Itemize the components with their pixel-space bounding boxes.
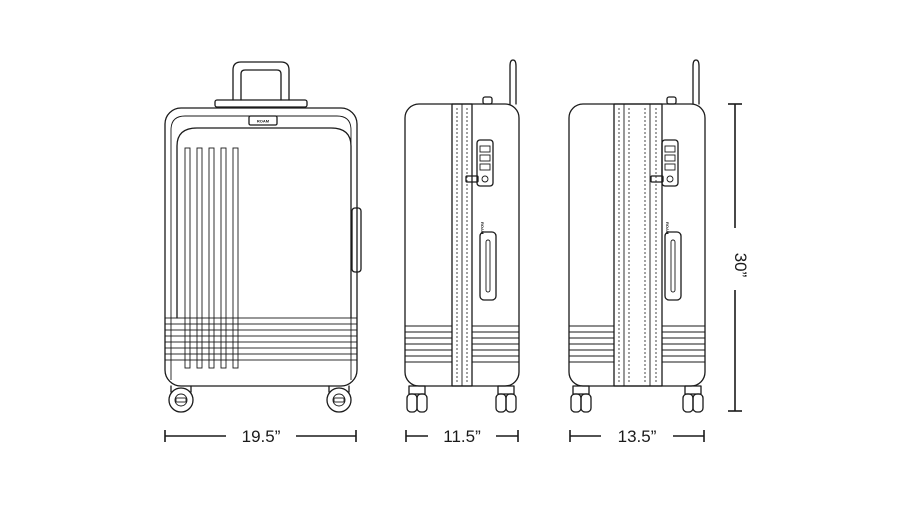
- brand-badge: ROAM: [248, 115, 278, 126]
- side-a-stripes: [405, 325, 519, 363]
- side-b-stripes: [569, 325, 705, 363]
- depth-label-a: 11.5”: [443, 427, 481, 446]
- side-a-wheels: [406, 385, 517, 413]
- suitcase-side-view-b: ROAM: [568, 59, 706, 413]
- width-label: 19.5”: [242, 427, 281, 446]
- depth-dimension-a: 11.5”: [405, 427, 519, 446]
- telescoping-handle: [214, 61, 308, 108]
- side-b-wheels: [570, 385, 704, 413]
- height-label: 30”: [731, 253, 750, 278]
- brand-logo-text-side-b: ROAM: [665, 222, 670, 235]
- depth-dimension-b: 13.5”: [569, 427, 705, 446]
- brand-logo-text: ROAM: [257, 119, 270, 124]
- side-carry-handle: [351, 207, 362, 273]
- height-dimension: 30”: [728, 103, 750, 412]
- front-wheels: [168, 385, 352, 413]
- side-carry-handle-b: [664, 231, 682, 301]
- front-horizontal-stripes: [164, 317, 358, 361]
- suitcase-front-view: ROAM: [164, 61, 362, 413]
- depth-label-b: 13.5”: [618, 427, 657, 446]
- front-vertical-stripes: [184, 147, 239, 369]
- width-dimension: 19.5”: [164, 427, 357, 446]
- tsa-lock-icon-b: [650, 139, 679, 187]
- side-carry-handle-a: [479, 231, 497, 301]
- suitcase-side-view-a: ROAM: [404, 59, 520, 413]
- brand-logo-text-side-a: ROAM: [480, 222, 485, 235]
- tsa-lock-icon: [465, 139, 494, 187]
- front-shell: [164, 107, 358, 387]
